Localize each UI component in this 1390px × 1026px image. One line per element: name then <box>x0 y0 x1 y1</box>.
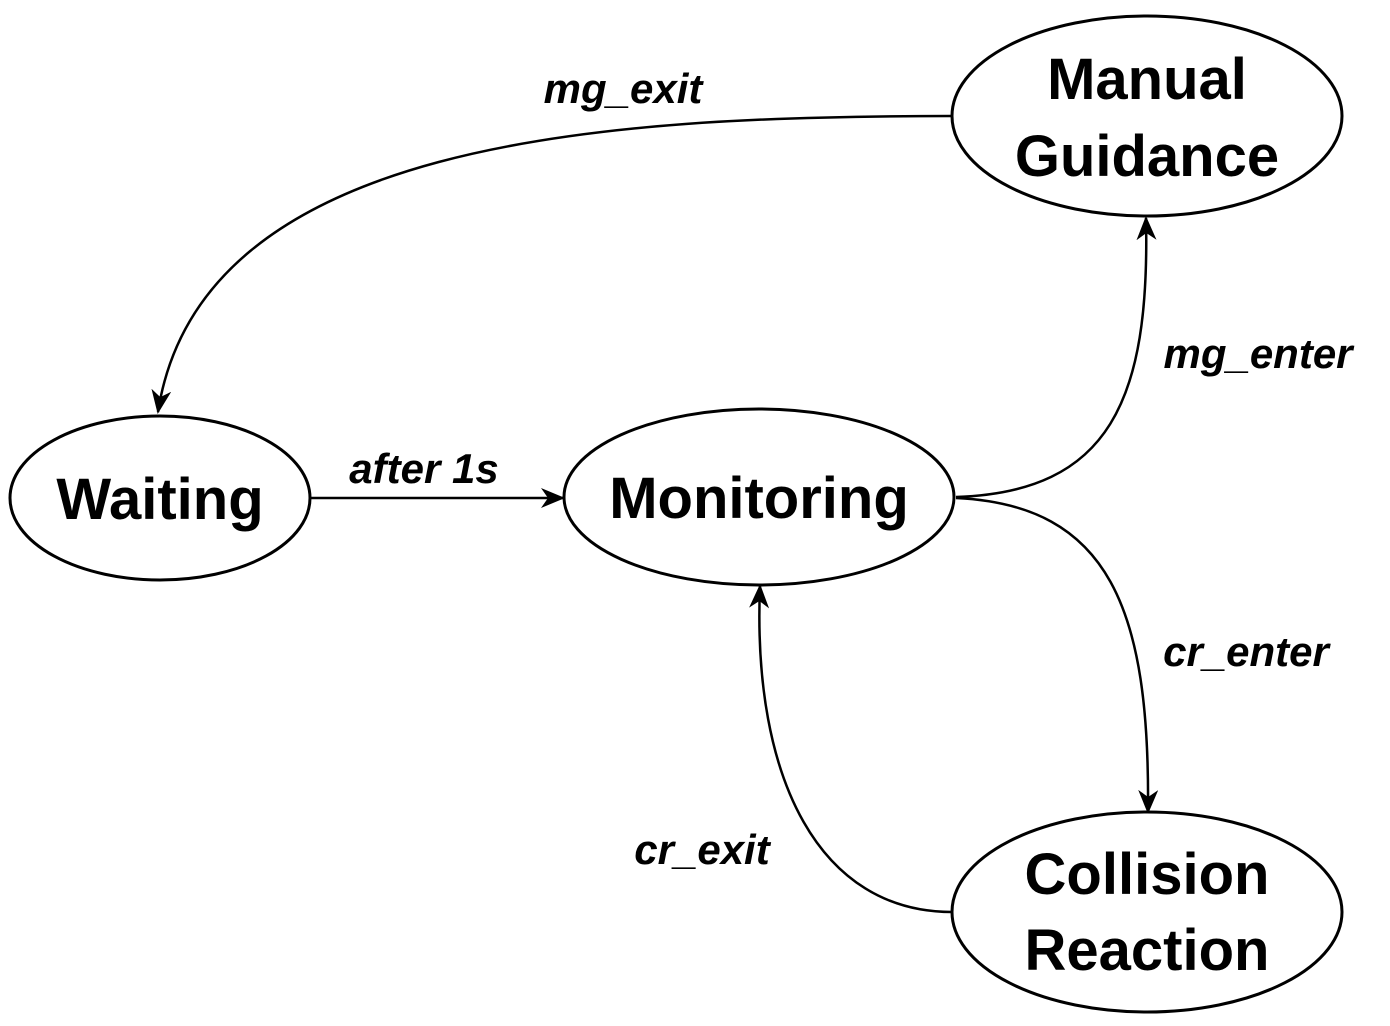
edge-label-after-1s: after 1s <box>349 445 498 492</box>
state-collision-reaction-label-line-1: Collision <box>1025 842 1270 907</box>
state-collision-reaction-label-line-2: Reaction <box>1025 918 1270 983</box>
edge-mg-enter <box>955 216 1157 499</box>
edge-label-cr-enter: cr_enter <box>1163 628 1331 675</box>
state-manual-guidance-label-line-1: Manual <box>1047 47 1247 112</box>
state-waiting: Waiting <box>8 414 312 582</box>
state-manual-guidance: Manual Guidance <box>950 14 1344 218</box>
state-monitoring: Monitoring <box>562 407 956 587</box>
edge-cr-exit <box>749 584 953 914</box>
state-waiting-label: Waiting <box>56 467 263 532</box>
edge-label-cr-exit: cr_exit <box>634 826 771 873</box>
state-manual-guidance-label-line-2: Guidance <box>1015 124 1279 189</box>
state-collision-reaction: Collision Reaction <box>950 810 1344 1014</box>
edge-mg-exit <box>151 114 953 414</box>
edge-cr-enter <box>955 496 1159 814</box>
edge-label-mg-exit: mg_exit <box>544 65 705 112</box>
state-monitoring-label: Monitoring <box>609 466 909 531</box>
edge-label-mg-enter: mg_enter <box>1163 330 1355 377</box>
